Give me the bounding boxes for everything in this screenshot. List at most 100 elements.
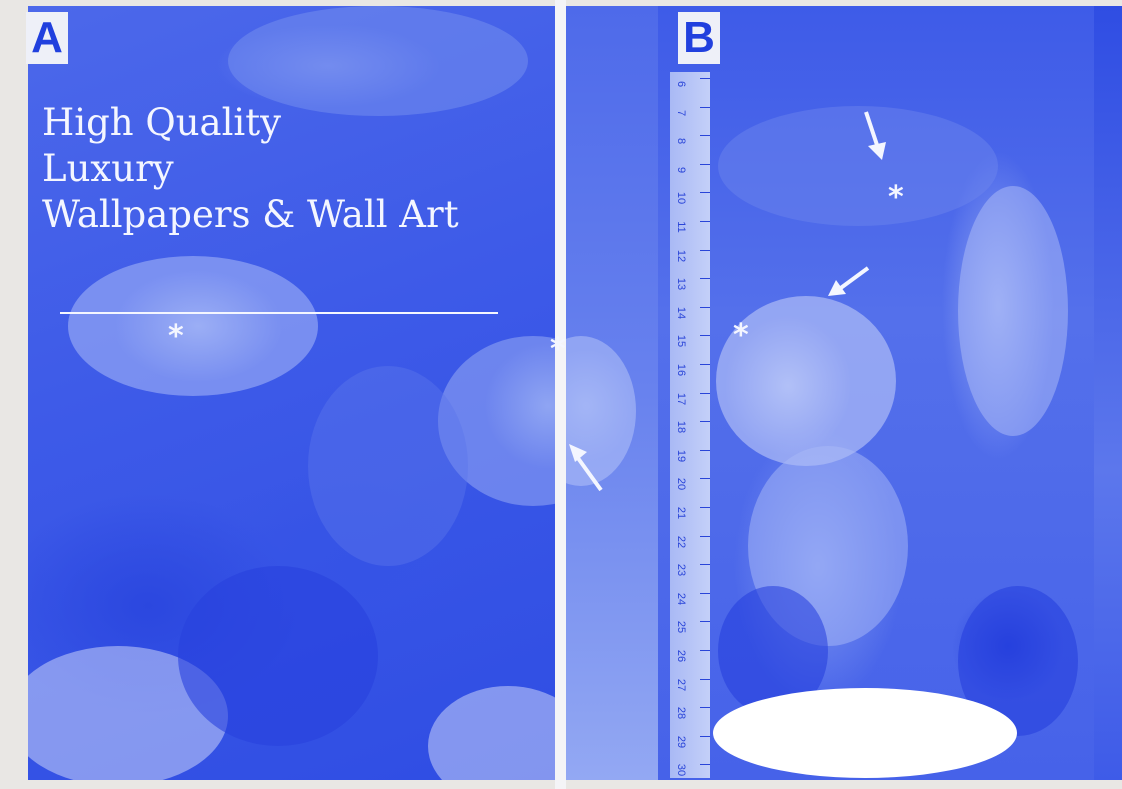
ruler-tick: 27 [670, 678, 710, 701]
ruler-tick-label: 19 [675, 449, 687, 462]
organ-blob [718, 106, 998, 226]
ruler-tick-line [700, 621, 710, 623]
foil-blob [428, 686, 555, 780]
measurement-ruler: 6 7 8 9 10 11 12 13 14 15 16 17 18 19 20 21 22 23 24 25 26 27… [670, 72, 710, 778]
ruler-tick-line [700, 592, 710, 594]
ruler-tick-label: 21 [675, 506, 687, 520]
arrow-icon [569, 444, 603, 492]
ruler-tick: 24 [670, 593, 710, 615]
ruler-tick: 16 [670, 364, 710, 386]
organ-blob [228, 6, 528, 116]
overlay-line-2: Luxury [42, 147, 174, 190]
ruler-tick: 14 [670, 307, 710, 329]
ruler-tick-label: 13 [675, 278, 687, 291]
ruler-tick-label: 17 [675, 392, 687, 405]
ruler-tick-label: 8 [675, 138, 687, 145]
ruler-tick-label: 28 [675, 707, 687, 720]
ruler-tick: 9 [670, 163, 710, 186]
photo-panel-b-edge [1094, 6, 1122, 780]
ruler-tick-line [700, 735, 710, 737]
ruler-tick: 29 [670, 736, 710, 758]
ruler-tick-line [700, 364, 710, 365]
ruler-tick-label: 26 [675, 649, 687, 663]
ruler-tick-line [700, 335, 710, 337]
panel-label-a: A [26, 12, 68, 64]
ruler-tick-label: 10 [675, 192, 687, 205]
ruler-tick-label: 23 [675, 564, 687, 577]
ruler-tick: 17 [670, 392, 710, 415]
ruler-tick-line [700, 478, 710, 480]
organ-blob [716, 296, 896, 466]
ruler-tick-line [700, 535, 710, 537]
ruler-tick-line [700, 163, 710, 165]
ruler-tick-label: 22 [675, 535, 687, 548]
ruler-tick-label: 27 [675, 678, 687, 691]
overlay-headline: High Quality Luxury Wallpapers & Wall Ar… [42, 100, 522, 238]
panel-separator [555, 0, 566, 789]
ruler-tick: 18 [670, 421, 710, 443]
overlay-line-3: Wallpapers & Wall Art [42, 193, 459, 236]
ruler-tick-line [700, 106, 710, 108]
ruler-tick-line [700, 249, 710, 251]
organ-blob [958, 186, 1068, 436]
organ-blob [178, 566, 378, 746]
arrow-icon [828, 266, 870, 296]
redaction-oval [713, 688, 1017, 778]
ruler-tick: 10 [670, 192, 710, 214]
arrow-icon [864, 111, 886, 160]
ruler-tick: 12 [670, 249, 710, 272]
ruler-tick-line [700, 278, 710, 280]
asterisk-marker: * [168, 319, 184, 354]
ruler-tick: 20 [670, 478, 710, 500]
ruler-tick-line [700, 564, 710, 566]
ruler-tick-label: 6 [675, 80, 687, 88]
ruler-tick: 25 [670, 621, 710, 643]
ruler-tick: 19 [670, 450, 710, 472]
overlay-line-1: High Quality [42, 101, 282, 144]
organ-blob [308, 366, 468, 566]
ruler-tick-label: 12 [675, 249, 687, 262]
ruler-tick: 21 [670, 507, 710, 529]
ruler-tick: 22 [670, 535, 710, 558]
ruler-tick-label: 29 [675, 735, 687, 748]
asterisk-marker: * [888, 180, 904, 215]
overlay-divider [60, 312, 498, 314]
ruler-tick-line [700, 421, 710, 423]
photo-panel-b [658, 6, 1094, 780]
ruler-tick-label: 24 [675, 592, 687, 605]
ruler-tick-line [700, 306, 710, 308]
ruler-tick: 23 [670, 564, 710, 586]
ruler-tick-label: 9 [675, 166, 687, 173]
ruler-tick-label: 14 [675, 306, 687, 319]
ruler-tick: 7 [670, 106, 710, 129]
ruler-tick: 30 [670, 764, 710, 786]
ruler-tick: 28 [670, 707, 710, 729]
ruler-tick-label: 7 [675, 109, 687, 116]
asterisk-marker: * [733, 318, 749, 353]
panel-label-b: B [678, 12, 720, 64]
ruler-tick: 13 [670, 278, 710, 300]
ruler-tick-label: 25 [675, 621, 687, 634]
ruler-tick-line [700, 392, 710, 394]
photo-panel-a-continuation [566, 6, 658, 780]
ruler-tick-line [700, 135, 710, 137]
ruler-tick-line [700, 78, 710, 79]
ruler-tick-line [700, 507, 710, 508]
ruler-tick-label: 18 [675, 421, 687, 434]
ruler-tick-line [700, 678, 710, 680]
asterisk-marker: * [550, 332, 566, 367]
ruler-tick-line [700, 764, 710, 766]
ruler-tick: 8 [670, 135, 710, 157]
ruler-tick-label: 30 [675, 764, 687, 777]
ruler-tick-line [700, 192, 710, 194]
ruler-tick-label: 20 [675, 478, 687, 491]
ruler-tick-line [700, 707, 710, 709]
ruler-tick: 11 [670, 221, 710, 243]
ruler-tick-label: 16 [675, 363, 687, 377]
ruler-tick: 6 [670, 78, 710, 100]
ruler-tick-label: 11 [675, 221, 687, 233]
ruler-tick-line [700, 650, 710, 651]
photo-panel-a [28, 6, 555, 780]
ruler-tick-label: 15 [675, 335, 687, 348]
ruler-tick-line [700, 449, 710, 451]
